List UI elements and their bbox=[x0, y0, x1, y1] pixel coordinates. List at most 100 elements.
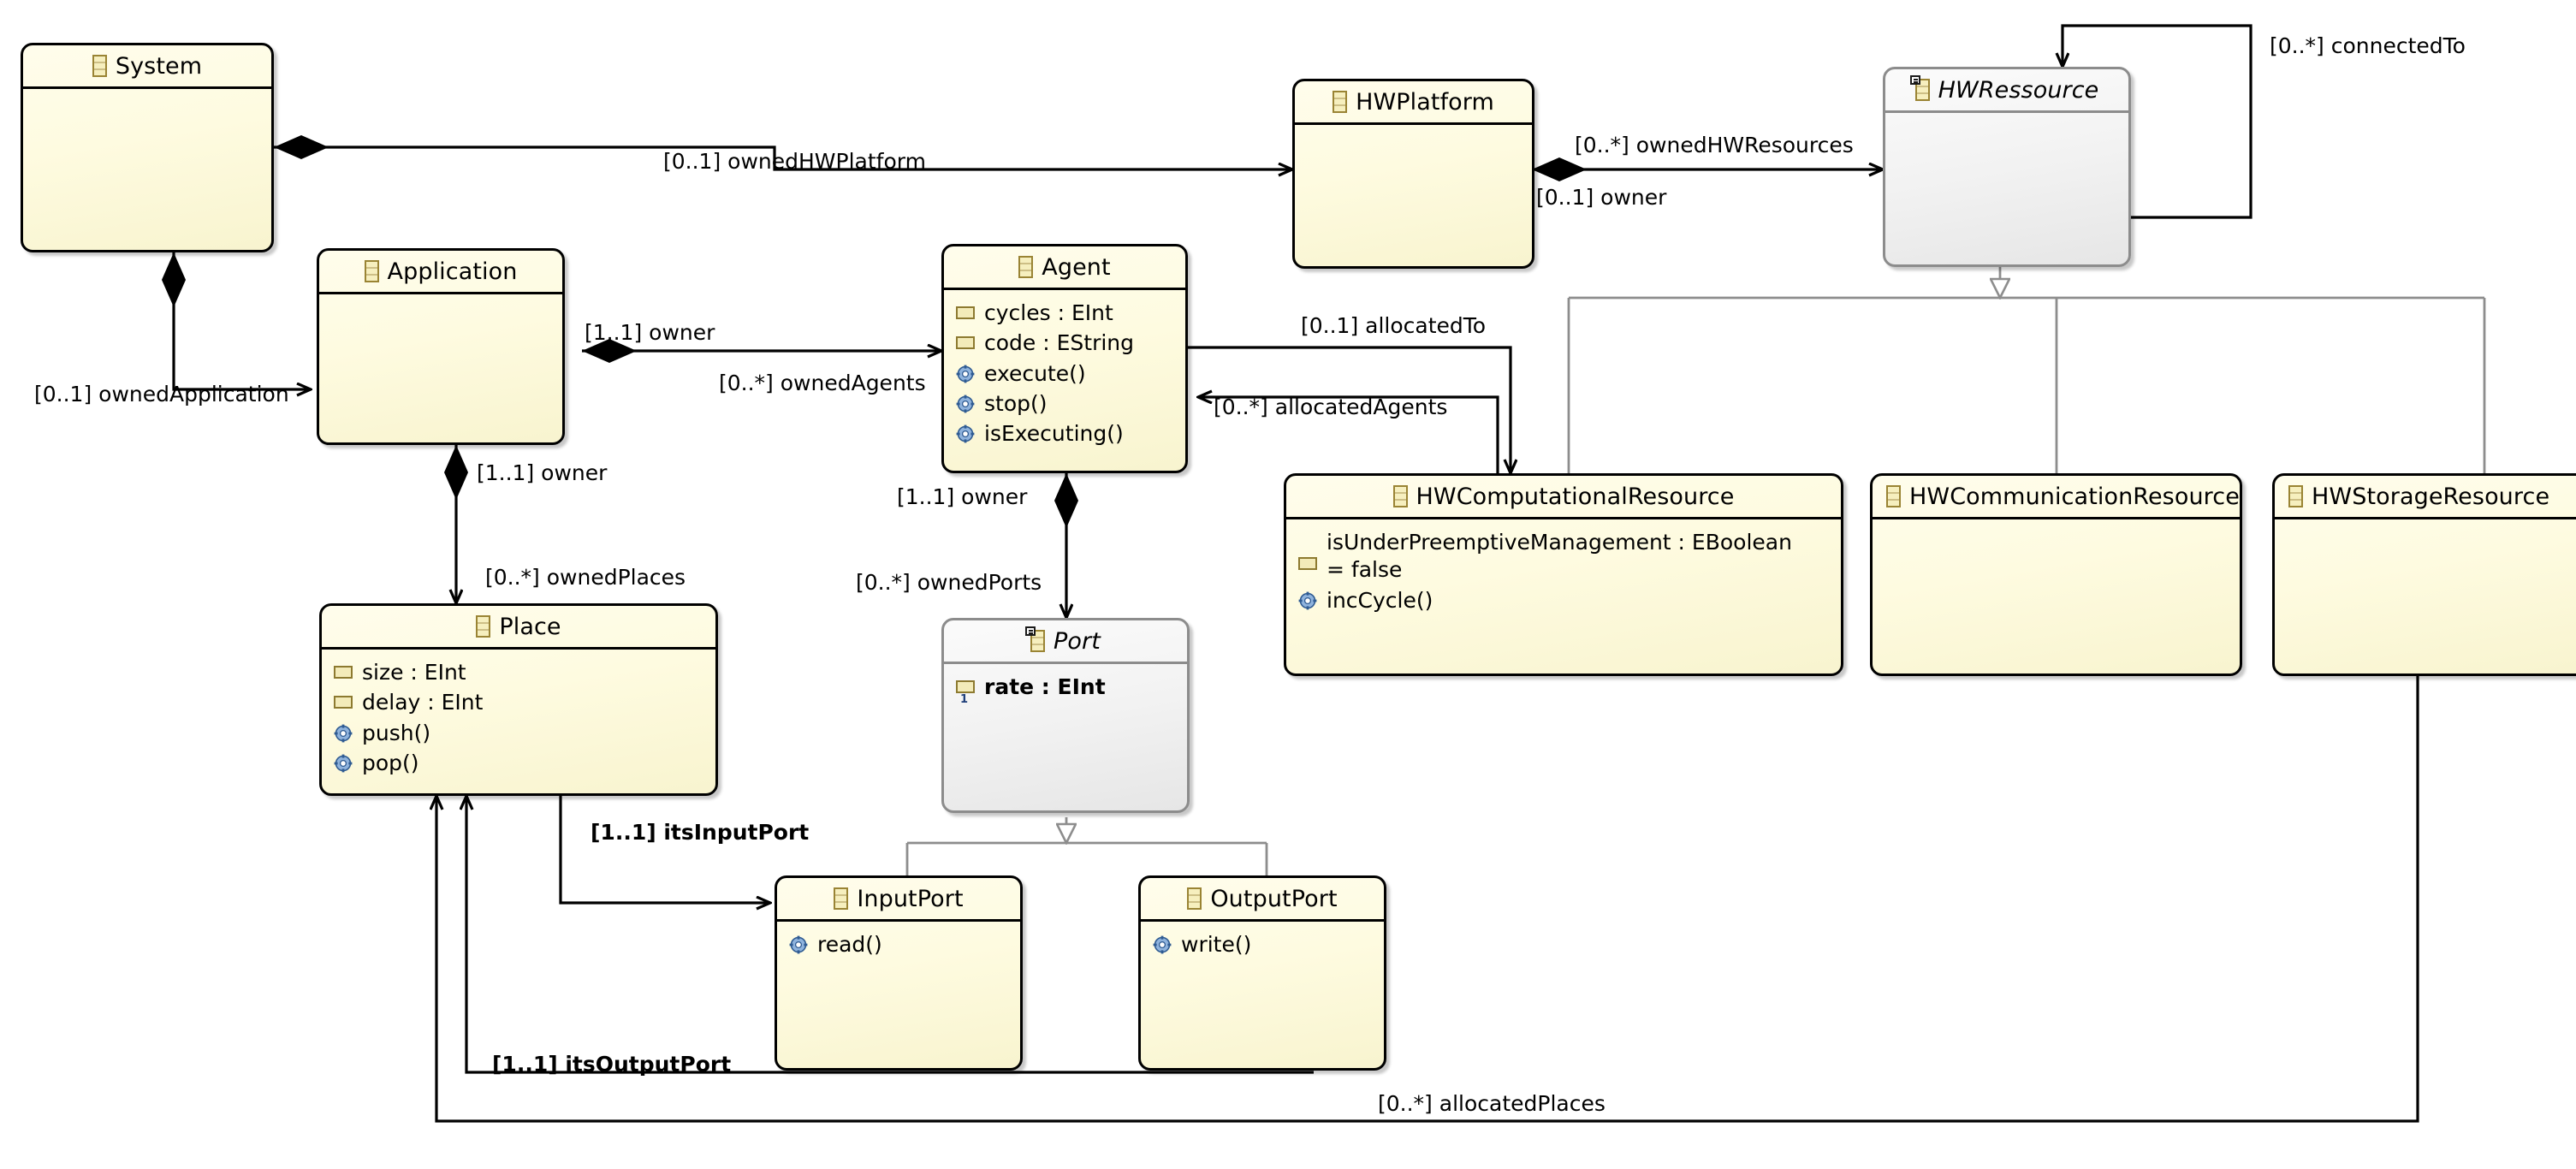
class-body-place: size : EInt delay : EInt push() pop() bbox=[322, 650, 715, 778]
operation-row: execute() bbox=[944, 359, 1185, 389]
class-icon bbox=[1392, 485, 1408, 507]
abstract-marker-icon bbox=[1909, 75, 1920, 85]
class-header-hwressource: HWRessource bbox=[1885, 69, 2128, 113]
class-icon bbox=[1333, 91, 1348, 113]
abstract-marker-icon bbox=[1025, 626, 1036, 636]
attribute-row: size : EInt bbox=[322, 657, 715, 687]
class-name-hwressource: HWRessource bbox=[1938, 76, 2099, 104]
operation-icon bbox=[956, 395, 975, 413]
class-body-outputport: write() bbox=[1141, 922, 1384, 959]
attribute-icon bbox=[334, 666, 353, 679]
class-name-place: Place bbox=[499, 613, 561, 640]
class-header-outputport: OutputPort bbox=[1141, 878, 1384, 922]
class-box-system[interactable]: System bbox=[21, 43, 274, 252]
class-name-outputport: OutputPort bbox=[1210, 885, 1338, 912]
edge-owned-application bbox=[162, 252, 311, 389]
class-body-hwressource bbox=[1885, 113, 2128, 121]
operation-row: stop() bbox=[944, 389, 1185, 418]
class-box-application[interactable]: Application bbox=[317, 248, 565, 445]
class-header-hwcomputationalresource: HWComputationalResource bbox=[1286, 476, 1841, 519]
class-name-system: System bbox=[115, 52, 203, 80]
class-box-hwstorageresource[interactable]: HWStorageResource bbox=[2272, 473, 2576, 676]
operation-row: incCycle() bbox=[1286, 585, 1841, 615]
class-box-hwcommunicationresource[interactable]: HWCommunicationResource bbox=[1870, 473, 2242, 676]
assoc-label-owned-hw-resources: [0..*] ownedHWResources bbox=[1575, 133, 1854, 157]
class-name-hwstorageresource: HWStorageResource bbox=[2312, 483, 2550, 510]
edge-owned-places bbox=[444, 445, 468, 603]
class-icon bbox=[2288, 485, 2303, 507]
operation-icon bbox=[789, 935, 808, 954]
assoc-label-allocated-to: [0..1] allocatedTo bbox=[1301, 313, 1487, 338]
attribute-icon bbox=[334, 696, 353, 709]
operation-icon bbox=[1298, 591, 1317, 610]
assoc-label-owner-place: [1..1] owner bbox=[477, 460, 608, 485]
class-box-hwressource[interactable]: HWRessource bbox=[1883, 67, 2131, 267]
class-icon bbox=[364, 260, 379, 282]
attribute-row: isUnderPreemptiveManagement : EBoolean= … bbox=[1286, 527, 1841, 585]
class-body-port: rate : EInt bbox=[944, 664, 1187, 708]
assoc-label-owner-application: [1..1] owner bbox=[585, 320, 715, 345]
class-name-hwcommunicationresource: HWCommunicationResource bbox=[1909, 483, 2240, 510]
attribute-row: delay : EInt bbox=[322, 687, 715, 717]
class-header-agent: Agent bbox=[944, 246, 1185, 290]
attribute-icon bbox=[1298, 557, 1317, 570]
assoc-label-connected-to: [0..*] connectedTo bbox=[2270, 33, 2466, 58]
operation-row: pop() bbox=[322, 748, 715, 778]
edge-generalization-port bbox=[905, 817, 1268, 875]
class-header-port: Port bbox=[944, 620, 1187, 664]
attribute-row: code : EString bbox=[944, 328, 1185, 358]
class-icon bbox=[834, 887, 849, 910]
class-name-hwplatform: HWPlatform bbox=[1356, 88, 1494, 116]
operation-icon bbox=[334, 754, 353, 773]
class-header-application: Application bbox=[319, 251, 562, 294]
class-name-hwcomputationalresource: HWComputationalResource bbox=[1416, 483, 1735, 510]
class-body-hwplatform bbox=[1295, 125, 1532, 133]
operation-icon bbox=[956, 424, 975, 443]
attribute-icon bbox=[956, 680, 975, 708]
operation-row: isExecuting() bbox=[944, 418, 1185, 448]
assoc-label-allocated-places: [0..*] allocatedPlaces bbox=[1378, 1091, 1606, 1116]
assoc-label-its-input-port: [1..1] itsInputPort bbox=[591, 820, 810, 845]
class-box-port[interactable]: Port rate : EInt bbox=[941, 618, 1190, 813]
edge-owned-ports bbox=[1054, 473, 1078, 618]
edge-owned-hw-resources bbox=[1532, 157, 1883, 181]
class-box-place[interactable]: Place size : EInt delay : EInt push() po… bbox=[319, 603, 718, 796]
assoc-label-owned-agents: [0..*] ownedAgents bbox=[719, 371, 926, 395]
operation-icon bbox=[334, 724, 353, 743]
class-name-agent: Agent bbox=[1042, 253, 1111, 281]
operation-row: read() bbox=[777, 929, 1020, 959]
class-box-outputport[interactable]: OutputPort write() bbox=[1138, 875, 1386, 1071]
attribute-row: rate : EInt bbox=[944, 672, 1187, 708]
class-name-application: Application bbox=[387, 258, 518, 285]
class-header-inputport: InputPort bbox=[777, 878, 1020, 922]
class-icon bbox=[1018, 256, 1034, 278]
assoc-label-its-output-port: [1..1] itsOutputPort bbox=[492, 1052, 732, 1077]
assoc-label-owned-ports: [0..*] ownedPorts bbox=[856, 570, 1042, 595]
class-icon bbox=[1886, 485, 1901, 507]
class-box-agent[interactable]: Agent cycles : EInt code : EString execu… bbox=[941, 244, 1188, 473]
class-icon bbox=[1187, 887, 1202, 910]
operation-row: write() bbox=[1141, 929, 1384, 959]
class-header-system: System bbox=[23, 45, 271, 89]
class-body-hwstorageresource bbox=[2275, 519, 2576, 527]
assoc-label-owned-places: [0..*] ownedPlaces bbox=[485, 565, 686, 590]
class-body-hwcomputationalresource: isUnderPreemptiveManagement : EBoolean= … bbox=[1286, 519, 1841, 615]
class-body-hwcommunicationresource bbox=[1873, 519, 2240, 527]
operation-icon bbox=[1153, 935, 1172, 954]
class-box-inputport[interactable]: InputPort read() bbox=[775, 875, 1023, 1071]
assoc-label-allocated-agents: [0..*] allocatedAgents bbox=[1214, 395, 1448, 419]
class-header-hwcommunicationresource: HWCommunicationResource bbox=[1873, 476, 2240, 519]
class-header-hwstorageresource: HWStorageResource bbox=[2275, 476, 2576, 519]
operation-row: push() bbox=[322, 718, 715, 748]
class-box-hwplatform[interactable]: HWPlatform bbox=[1292, 79, 1534, 269]
class-icon bbox=[1025, 626, 1046, 652]
class-box-hwcomputationalresource[interactable]: HWComputationalResource isUnderPreemptiv… bbox=[1284, 473, 1843, 676]
edge-generalization-hwressource bbox=[1567, 267, 2486, 473]
class-body-application bbox=[319, 294, 562, 302]
class-icon bbox=[476, 615, 491, 638]
attribute-row: cycles : EInt bbox=[944, 298, 1185, 328]
class-header-hwplatform: HWPlatform bbox=[1295, 81, 1532, 125]
assoc-label-owned-application: [0..1] ownedApplication bbox=[34, 382, 289, 406]
attribute-icon bbox=[956, 336, 975, 350]
